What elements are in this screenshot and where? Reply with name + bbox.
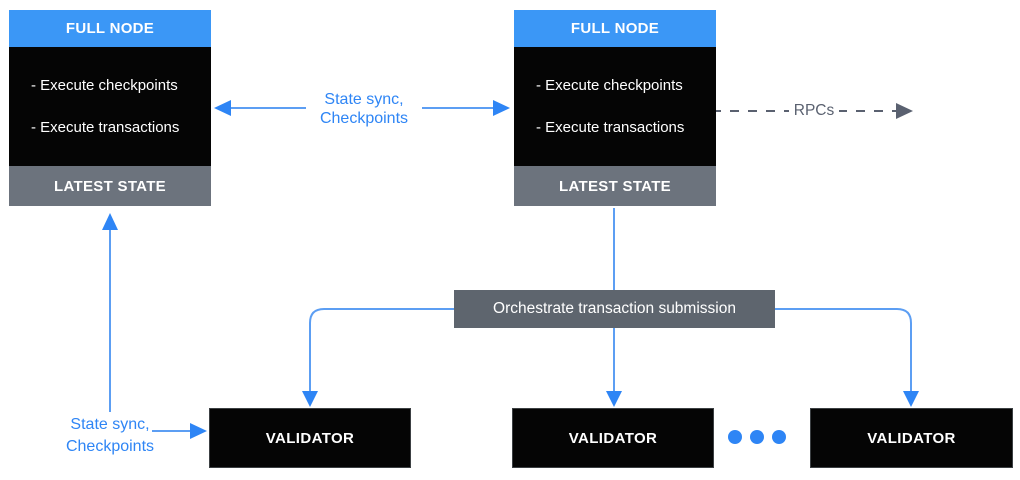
validator-right: VALIDATOR <box>810 408 1013 468</box>
full-node-right-item-transactions: - Execute transactions <box>536 119 685 136</box>
orchestrator-to-right-validator-arrow <box>775 308 919 407</box>
state-sync-bottom-label-line1: State sync, <box>70 416 150 433</box>
full-node-left-item-checkpoints: - Execute checkpoints <box>31 77 178 94</box>
full-node-left-item-transactions: - Execute transactions <box>31 119 180 136</box>
full-node-right-item-checkpoints: - Execute checkpoints <box>536 77 683 94</box>
orchestrator-box: Orchestrate transaction submission <box>454 290 775 328</box>
orchestrator-to-left-validator-arrow <box>302 308 454 407</box>
state-sync-top-label-line1: State sync, <box>324 91 404 108</box>
state-sync-top-label-line2: Checkpoints <box>319 110 409 127</box>
full-node-left: FULL NODE - Execute checkpoints - Execut… <box>9 10 211 206</box>
state-sync-bottom-label-line2: Checkpoints <box>65 438 155 455</box>
full-node-right-header: FULL NODE <box>514 10 716 47</box>
full-node-left-body: - Execute checkpoints - Execute transact… <box>9 47 211 166</box>
full-node-left-footer: LATEST STATE <box>9 166 211 206</box>
full-node-left-header: FULL NODE <box>9 10 211 47</box>
state-sync-bottom-label: State sync, Checkpoints <box>58 414 162 458</box>
state-sync-top-label: State sync, Checkpoints <box>306 90 422 128</box>
validator-to-fullnode-arrow <box>102 213 118 412</box>
validator-middle: VALIDATOR <box>512 408 714 468</box>
validator-left: VALIDATOR <box>209 408 411 468</box>
full-node-right-body: - Execute checkpoints - Execute transact… <box>514 47 716 166</box>
rpcs-label: RPCs <box>789 102 839 120</box>
ellipsis-dots <box>728 430 786 444</box>
full-node-right-footer: LATEST STATE <box>514 166 716 206</box>
full-node-right: FULL NODE - Execute checkpoints - Execut… <box>514 10 716 206</box>
state-sync-to-validator-arrow <box>152 423 207 439</box>
